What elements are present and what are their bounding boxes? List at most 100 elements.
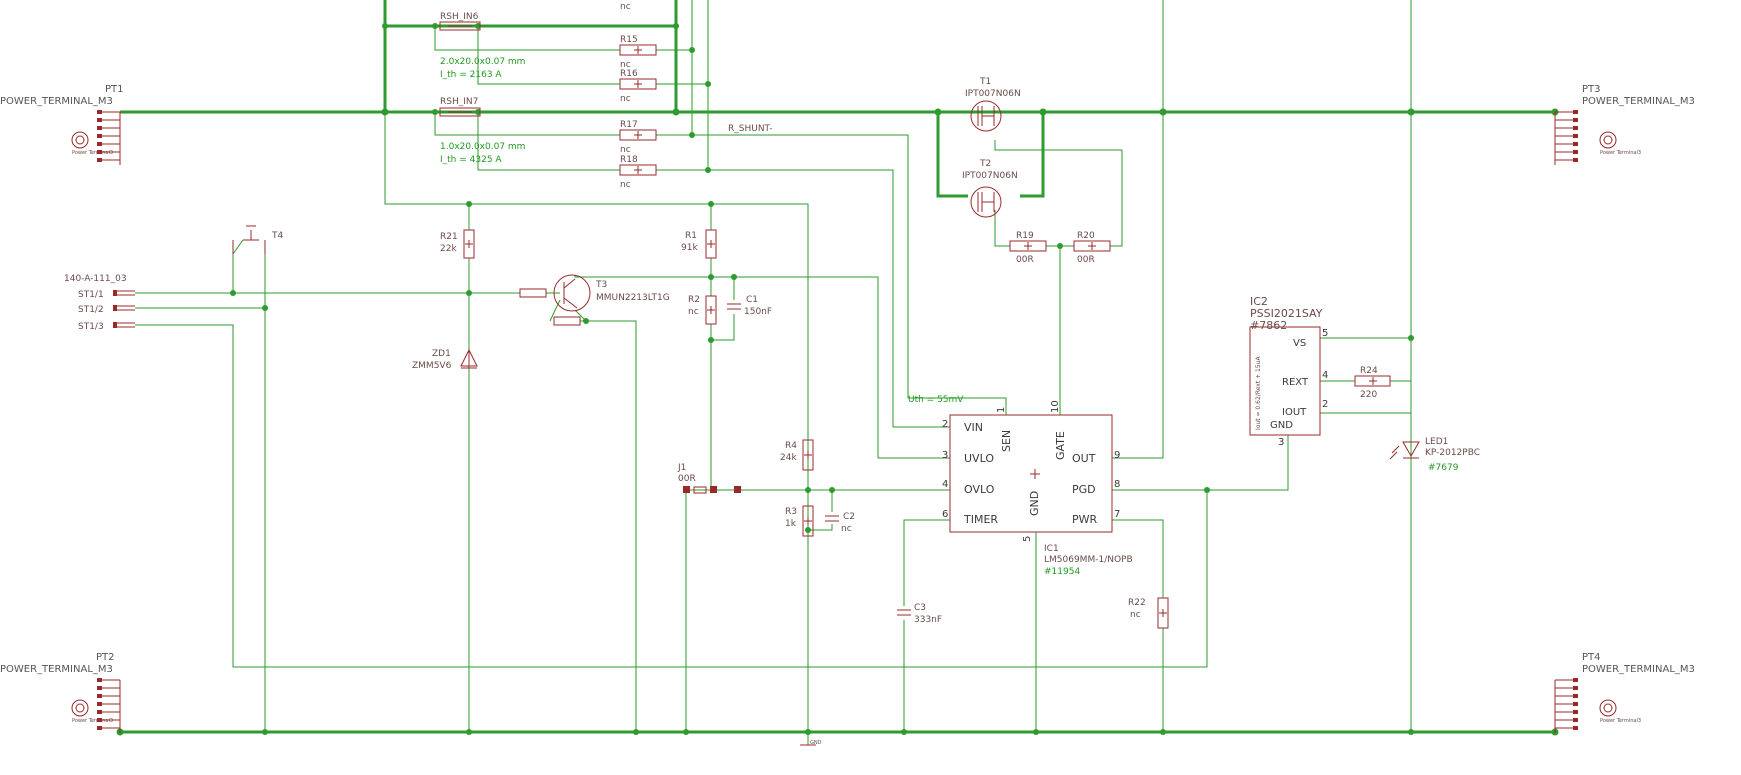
pt3-small-text: Power Terminal3 [1600, 150, 1641, 156]
ic2-pin-iout: IOUT [1282, 407, 1307, 418]
rsh-in7-ith: I_th = 4325 A [440, 155, 502, 165]
svg-text:333nF: 333nF [914, 615, 942, 625]
pt2-ref: PT2 [96, 652, 115, 663]
mosfet-t2: T2 IPT007N06N [962, 159, 1018, 218]
svg-text:00R: 00R [1077, 255, 1095, 265]
svg-text:nc: nc [841, 524, 852, 534]
ic1-pin-pwr: PWR [1072, 513, 1098, 526]
svg-text:R17: R17 [620, 120, 638, 130]
connector-st1: 140-A-111_03 ST1/1 ST1/2 ST1/3 [64, 274, 135, 332]
svg-text:LM5069MM-1/NOPB: LM5069MM-1/NOPB [1044, 555, 1133, 565]
rsh-in7-dims: 1.0x20.0x0.07 mm [440, 142, 525, 152]
mosfet-t1: T1 IPT007N06N [965, 77, 1021, 132]
svg-text:nc: nc [620, 94, 631, 104]
svg-text:5: 5 [1022, 536, 1033, 542]
ic2-side-text: Iout = 0.62/Rext + 15uA [1255, 356, 1262, 430]
resistor-r18: R18 nc [619, 155, 657, 190]
svg-text:24k: 24k [780, 453, 797, 463]
resistor-r2: R2 nc [688, 295, 717, 325]
svg-text:C1: C1 [746, 295, 758, 305]
capacitor-c1: C1 150nF [727, 295, 772, 317]
svg-text:00R: 00R [678, 474, 696, 484]
svg-text:IC2: IC2 [1250, 295, 1268, 308]
svg-text:6: 6 [942, 509, 948, 520]
svg-text:R19: R19 [1016, 231, 1034, 241]
svg-text:9: 9 [1114, 450, 1120, 461]
pt1-small-text: Power Terminal3 [72, 150, 113, 156]
svg-text:R21: R21 [440, 232, 458, 242]
junctions [116, 23, 1559, 736]
switch-t4: T4 [232, 225, 283, 254]
svg-text:R15: R15 [620, 35, 638, 45]
svg-text:22k: 22k [440, 244, 457, 254]
rsh-in7-ref: RSH_IN7 [440, 97, 478, 107]
svg-text:#11954: #11954 [1044, 567, 1080, 577]
svg-text:220: 220 [1360, 390, 1377, 400]
resistor-r17: R17 nc [619, 120, 657, 155]
svg-text:nc: nc [620, 180, 631, 190]
capacitor-c3: C3 333nF [897, 603, 942, 625]
power-terminal-pt1: PT1 POWER_TERMINAL_M3 Power Terminal3 [0, 84, 124, 165]
ic1-pin-out: OUT [1072, 452, 1096, 465]
ic2-pin-vs: VS [1293, 338, 1306, 349]
svg-text:nc: nc [620, 145, 631, 155]
svg-text:MMUN2213LT1G: MMUN2213LT1G [596, 293, 670, 303]
svg-text:R22: R22 [1128, 598, 1146, 608]
svg-text:5: 5 [1322, 328, 1328, 339]
svg-text:R1: R1 [685, 231, 697, 241]
ic2-pssi2021say: VS REXT IOUT GND 5 4 2 3 Iout = 0.62/Rex… [1249, 295, 1328, 448]
svg-text:GND: GND [810, 740, 822, 746]
ic2-pin-gnd: GND [1270, 420, 1293, 431]
ic1-pin-pgd: PGD [1072, 483, 1096, 496]
svg-text:1k: 1k [785, 519, 797, 529]
pt4-small-text: Power Terminal3 [1600, 718, 1641, 724]
svg-text:#7679: #7679 [1428, 463, 1459, 473]
svg-text:4: 4 [942, 479, 948, 490]
rsh-in6-dims: 2.0x20.0x0.07 mm [440, 57, 525, 67]
svg-text:91k: 91k [681, 243, 698, 253]
svg-text:T3: T3 [595, 280, 607, 290]
svg-text:KP-2012PBC: KP-2012PBC [1425, 448, 1480, 458]
svg-text:R24: R24 [1360, 366, 1378, 376]
ground-symbol: GND [800, 740, 822, 746]
signal-wires [135, 0, 1412, 745]
pt4-ref: PT4 [1582, 652, 1601, 663]
rsh-in6-ref: RSH_IN6 [440, 12, 479, 22]
ic1-pin-ovlo: OVLO [964, 483, 995, 496]
led-led1: LED1 KP-2012PBC #7679 [1389, 437, 1480, 473]
svg-text:C3: C3 [914, 603, 926, 613]
svg-text:00R: 00R [1016, 255, 1034, 265]
ic1-pin-timer: TIMER [963, 513, 998, 526]
uth-label: Uth = 55mV [908, 395, 964, 405]
svg-text:10: 10 [1050, 400, 1061, 413]
ic1-pin-gate: GATE [1054, 431, 1067, 460]
svg-text:150nF: 150nF [744, 307, 772, 317]
svg-text:nc: nc [688, 307, 699, 317]
ic1-pin-gnd: GND [1028, 491, 1041, 516]
svg-text:3: 3 [942, 450, 948, 461]
svg-text:R2: R2 [688, 295, 700, 305]
svg-text:#7862: #7862 [1250, 319, 1287, 332]
connector-value: 140-A-111_03 [64, 274, 127, 284]
svg-text:1: 1 [996, 407, 1007, 413]
svg-text:ZMM5V6: ZMM5V6 [412, 361, 452, 371]
svg-text:4: 4 [1322, 370, 1328, 381]
svg-text:2: 2 [1322, 399, 1328, 410]
svg-text:T1: T1 [979, 77, 991, 87]
power-terminal-pt2: PT2 POWER_TERMINAL_M3 Power Terminal3 [0, 652, 121, 733]
resistor-r24: R24 220 [1354, 366, 1391, 400]
net-label-r-shunt: R_SHUNT- [728, 124, 772, 134]
power-terminal-pt4: PT4 POWER_TERMINAL_M3 Power Terminal3 [1554, 652, 1695, 733]
top-nc-label: nc [620, 2, 631, 12]
shunt-rsh-in6: RSH_IN6 2.0x20.0x0.07 mm I_th = 2163 A [439, 12, 525, 80]
svg-text:ZD1: ZD1 [432, 349, 451, 359]
svg-text:R18: R18 [620, 155, 638, 165]
